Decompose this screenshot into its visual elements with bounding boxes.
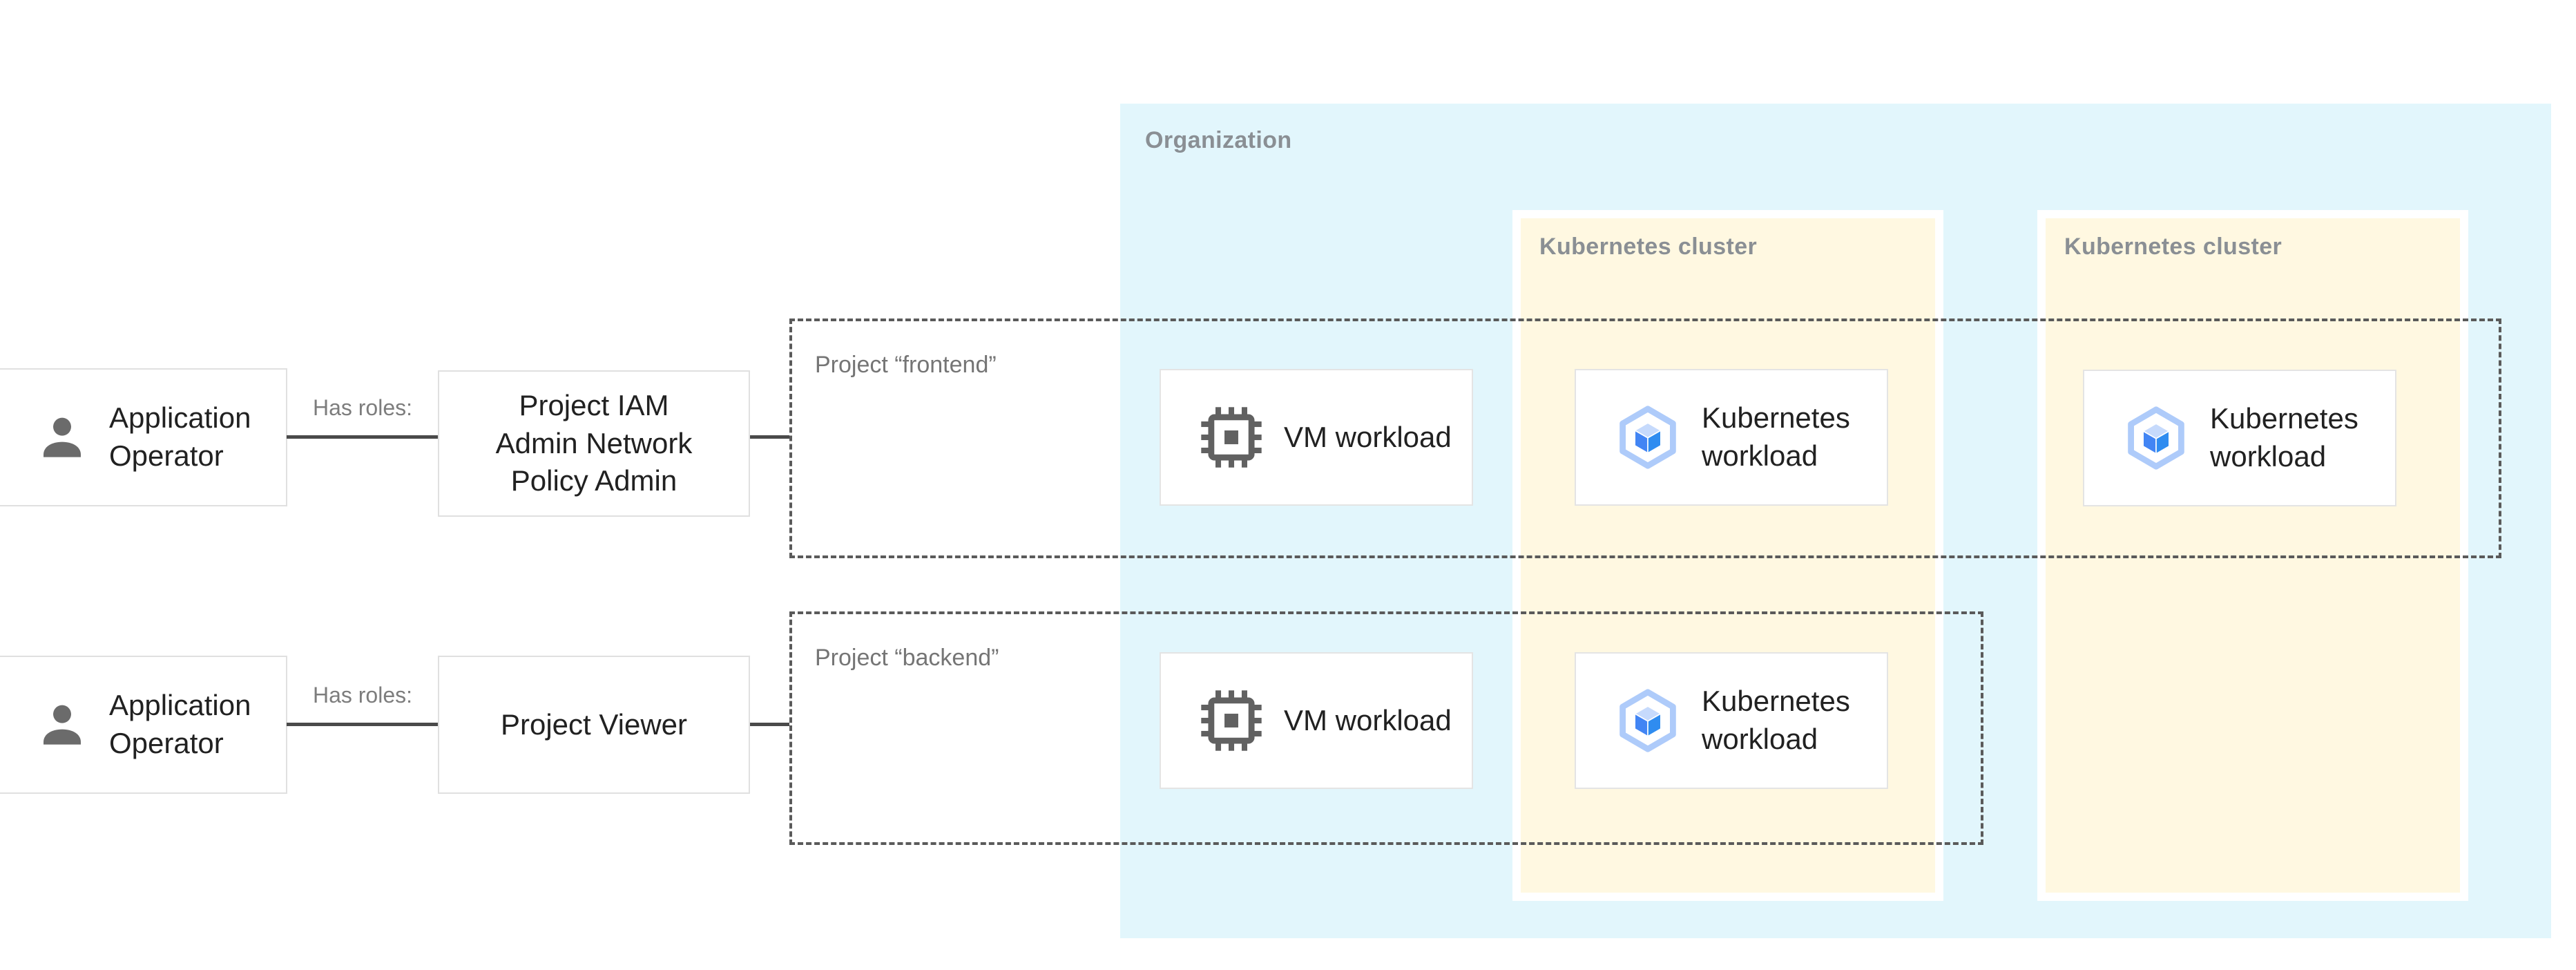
gke-hexagon-icon bbox=[2128, 406, 2184, 470]
actor-label: Application Operator bbox=[109, 401, 251, 472]
project-backend-label: Project “backend” bbox=[815, 645, 999, 671]
gke-hexagon-icon bbox=[1619, 406, 1676, 469]
kubernetes-workload-card-backend-cluster1: Kubernetes workload bbox=[1575, 652, 1888, 789]
actor-card-row2: Application Operator bbox=[0, 656, 287, 794]
actor-label: Application Operator bbox=[109, 689, 251, 759]
workload-label: Kubernetes workload bbox=[2210, 402, 2358, 473]
has-roles-label-row1: Has roles: bbox=[312, 395, 413, 420]
organization-label: Organization bbox=[1145, 127, 1292, 153]
chip-icon bbox=[1201, 407, 1262, 468]
connector-actor-role-row1 bbox=[287, 435, 438, 439]
project-backend-boundary: Project “backend” bbox=[789, 611, 1983, 845]
workload-label: VM workload bbox=[1284, 420, 1452, 453]
connector-role-project-row2 bbox=[750, 723, 789, 726]
role-card-row1: Project IAM Admin Network Policy Admin bbox=[438, 370, 750, 517]
role-label: Project IAM Admin Network Policy Admin bbox=[495, 389, 693, 497]
person-icon bbox=[44, 417, 81, 457]
workload-label: VM workload bbox=[1284, 703, 1452, 736]
project-frontend-boundary: Project “frontend” bbox=[789, 318, 2501, 558]
workload-label: Kubernetes workload bbox=[1702, 401, 1850, 472]
connector-role-project-row1 bbox=[750, 435, 789, 439]
vm-workload-card-frontend: VM workload bbox=[1160, 369, 1473, 506]
project-frontend-label: Project “frontend” bbox=[815, 352, 997, 378]
actor-card-row1: Application Operator bbox=[0, 368, 287, 506]
kubernetes-workload-card-frontend-cluster1: Kubernetes workload bbox=[1575, 369, 1888, 506]
kubernetes-cluster-1-label: Kubernetes cluster bbox=[1539, 234, 1758, 260]
has-roles-label-row2: Has roles: bbox=[312, 683, 413, 707]
gke-hexagon-icon bbox=[1619, 689, 1676, 752]
connector-actor-role-row2 bbox=[287, 723, 438, 726]
vm-workload-card-backend: VM workload bbox=[1160, 652, 1473, 789]
kubernetes-workload-card-frontend-cluster2: Kubernetes workload bbox=[2083, 370, 2396, 506]
workload-label: Kubernetes workload bbox=[1702, 685, 1850, 755]
chip-icon bbox=[1201, 690, 1262, 751]
role-label: Project Viewer bbox=[500, 707, 687, 741]
person-icon bbox=[44, 705, 81, 745]
kubernetes-cluster-2-label: Kubernetes cluster bbox=[2064, 234, 2282, 260]
role-card-row2: Project Viewer bbox=[438, 656, 750, 794]
